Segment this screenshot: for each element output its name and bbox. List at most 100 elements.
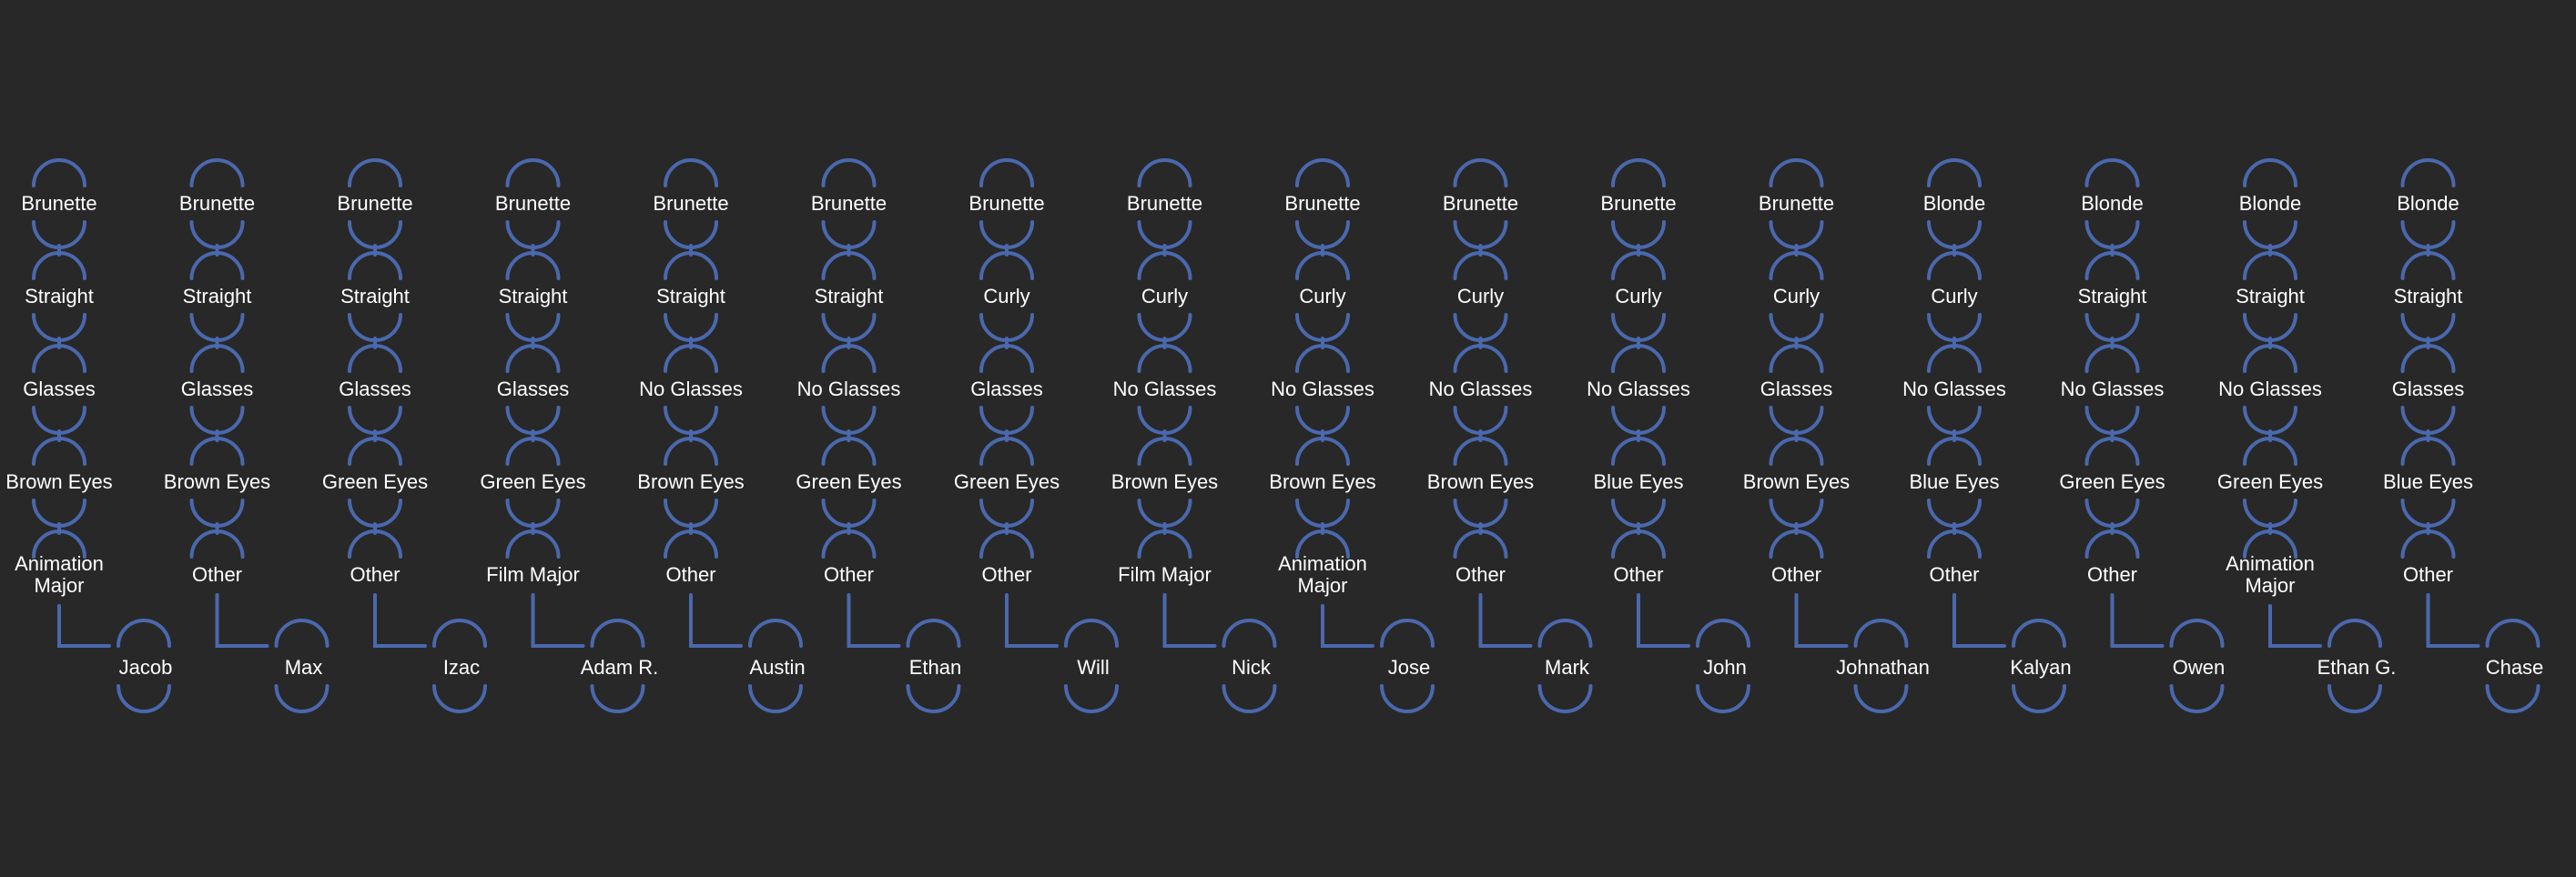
attribute-node-label[interactable]: Other [1455,563,1506,586]
attribute-node-label[interactable]: Green Eyes [2059,470,2165,493]
attribute-node-label[interactable]: Straight [2394,285,2463,307]
attribute-node-label[interactable]: Brown Eyes [164,470,270,493]
attribute-node-label[interactable]: Straight [2236,285,2305,307]
attribute-node-label[interactable]: Curly [983,285,1029,307]
attribute-node-label[interactable]: Film Major [486,563,580,586]
attribute-node-label[interactable]: Brunette [1443,192,1518,215]
attribute-node-label[interactable]: Green Eyes [480,470,585,493]
leaf-name-label[interactable]: Owen [2173,656,2225,679]
attribute-node-label[interactable]: Other [665,563,715,586]
attribute-node-label[interactable]: Other [981,563,1031,586]
leaf-name-label[interactable]: Izac [443,656,480,679]
attribute-node-label[interactable]: Other [350,563,400,586]
attribute-node-label[interactable]: Other [1771,563,1821,586]
leaf-name-label[interactable]: Kalyan [2010,656,2071,679]
attribute-node-label[interactable]: Blue Eyes [2383,470,2473,493]
attribute-node-label[interactable]: Brown Eyes [637,470,744,493]
node-cap-bottom [821,406,877,435]
leaf-name-label[interactable]: Jacob [119,656,173,679]
attribute-node-label[interactable]: Curly [1615,285,1661,307]
attribute-node-label[interactable]: Glasses [1760,378,1832,400]
attribute-node-label[interactable]: Glasses [2392,378,2464,400]
attribute-node-label[interactable]: Curly [1141,285,1188,307]
attribute-node-label[interactable]: Blonde [2081,192,2144,215]
attribute-node-label[interactable]: Brunette [969,192,1044,215]
attribute-node-label[interactable]: Film Major [1118,563,1212,586]
attribute-node-label[interactable]: Blonde [1923,192,1986,215]
leaf-name-label[interactable]: Ethan [909,656,962,679]
attribute-node-label[interactable]: Brunette [1759,192,1834,215]
attribute-node-label[interactable]: No Glasses [2218,378,2322,400]
attribute-node-label[interactable]: Curly [1299,285,1345,307]
attribute-node-label[interactable]: Other [824,563,874,586]
attribute-node-label[interactable]: Brunette [495,192,571,215]
attribute-node-label[interactable]: Blonde [2397,192,2459,215]
leaf-name-label[interactable]: Mark [1545,656,1590,679]
attribute-node-label[interactable]: No Glasses [1429,378,1533,400]
attribute-node-label[interactable]: Brunette [1600,192,1676,215]
attribute-node-label[interactable]: Other [2403,563,2453,586]
attribute-node-label[interactable]: Brown Eyes [1111,470,1218,493]
attribute-node-label[interactable]: Blue Eyes [1593,470,1683,493]
attribute-node-label[interactable]: Straight [499,285,568,307]
attribute-node-label[interactable]: Brunette [1127,192,1202,215]
leaf-name-label[interactable]: Jose [1388,656,1430,679]
leaf-name-label[interactable]: Will [1077,656,1109,679]
attribute-node-label[interactable]: Brunette [337,192,412,215]
attribute-node-label[interactable]: Straight [2078,285,2147,307]
attribute-node-label[interactable]: Brown Eyes [5,470,112,493]
attribute-node-label[interactable]: No Glasses [1587,378,1690,400]
attribute-node-label[interactable]: Straight [340,285,410,307]
attribute-node-label[interactable]: Green Eyes [954,470,1060,493]
attribute-node-label[interactable]: Other [192,563,242,586]
leaf-name-label[interactable]: Ethan G. [2317,656,2397,679]
attribute-node-label[interactable]: Other [2087,563,2137,586]
attribute-node-label[interactable]: Straight [183,285,252,307]
attribute-node-label[interactable]: Brown Eyes [1269,470,1375,493]
attribute-node-label[interactable]: Green Eyes [322,470,428,493]
attribute-node-label[interactable]: Brown Eyes [1427,470,1534,493]
attribute-node-label[interactable]: Brunette [1284,192,1360,215]
attribute-node-label[interactable]: Straight [25,285,94,307]
node-cap-bottom [1453,220,1508,249]
leaf-name-label[interactable]: Max [285,656,323,679]
attribute-node-label[interactable]: Brunette [811,192,887,215]
leaf-name-label[interactable]: John [1703,656,1747,679]
attribute-node-label[interactable]: Green Eyes [796,470,901,493]
attribute-node-label[interactable]: Blonde [2239,192,2302,215]
attribute-node-label[interactable]: No Glasses [797,378,901,400]
attribute-node-label[interactable]: Glasses [970,378,1042,400]
attribute-node-label[interactable]: Brunette [179,192,255,215]
attribute-node-label[interactable]: Blue Eyes [1909,470,1999,493]
leaf-connector [2268,604,2322,648]
leaf-name-label[interactable]: Chase [2486,656,2544,679]
attribute-node-label[interactable]: Glasses [339,378,411,400]
attribute-node-label[interactable]: Curly [1457,285,1504,307]
leaf-name-label[interactable]: Adam R. [581,656,659,679]
attribute-node-label[interactable]: Straight [656,285,725,307]
attribute-node-label[interactable]: No Glasses [2061,378,2165,400]
attribute-node-label[interactable]: Glasses [181,378,253,400]
leaf-name-label[interactable]: Nick [1232,656,1272,679]
leaf-name-label[interactable]: Austin [749,656,805,679]
attribute-node-label[interactable]: Curly [1773,285,1820,307]
attribute-node-label[interactable]: Glasses [23,378,95,400]
attribute-node-label[interactable]: Brunette [653,192,728,215]
attribute-node-label[interactable]: Brown Eyes [1743,470,1850,493]
attribute-node-label[interactable]: No Glasses [1271,378,1374,400]
attribute-node-label[interactable]: Glasses [497,378,569,400]
attribute-node-label[interactable]: No Glasses [1113,378,1217,400]
attribute-node-label[interactable]: Curly [1931,285,1977,307]
leaf-name-label[interactable]: Johnathan [1836,656,1930,679]
attribute-node-label[interactable]: Green Eyes [2217,470,2323,493]
attribute-node-label[interactable]: No Glasses [639,378,743,400]
attribute-node-label[interactable]: Other [1613,563,1663,586]
node-cap-top [1137,344,1192,373]
attribute-node-label[interactable]: Brunette [21,192,96,215]
attribute-node-label[interactable]: Other [1929,563,1979,586]
attribute-node-label[interactable]: Straight [815,285,884,307]
attribute-node-label[interactable]: No Glasses [1902,378,2006,400]
